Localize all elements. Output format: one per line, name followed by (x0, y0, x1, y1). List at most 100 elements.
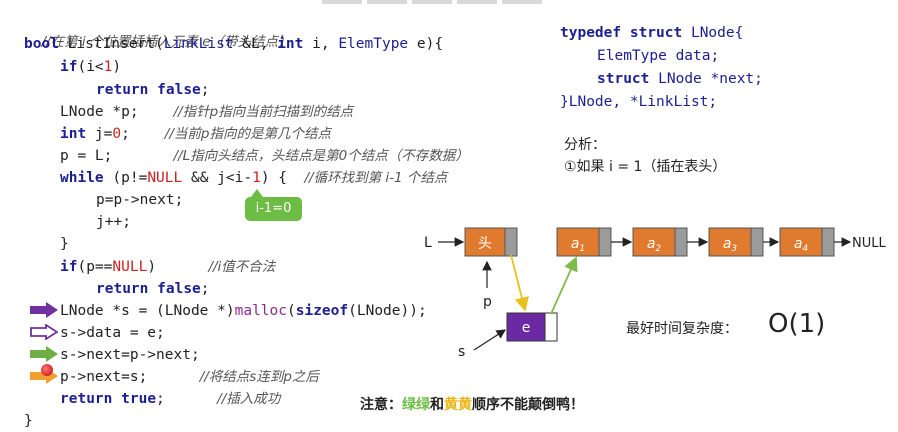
note-and: 和 (430, 397, 444, 413)
kw-while: while (60, 170, 104, 186)
literal-null: NULL (147, 170, 183, 186)
kw-return: return (96, 82, 149, 98)
code-final-brace: } (24, 410, 33, 432)
code-text: } (24, 413, 33, 429)
field-next: LNode *next; (658, 71, 763, 87)
new-node-e: e (506, 312, 558, 342)
cursor-dot-icon (41, 364, 53, 376)
code-comment: //i值不合法 (208, 259, 276, 275)
top-strip-3 (412, 0, 452, 4)
code-s-next: s->next=p->next; (60, 344, 200, 366)
code-malloc: LNode *s = (LNode *)malloc(sizeof(LNode)… (60, 300, 427, 322)
label-L: L (424, 235, 432, 251)
analysis-title: 分析： (564, 137, 606, 153)
comment-title: //在第 i 个位置插插入元素 e（带头结点） (41, 34, 292, 50)
complexity-label: 最好时间复杂度： (626, 321, 738, 337)
note-yellow: 黄黄 (444, 397, 472, 413)
kw-typedef: typedef (560, 25, 622, 41)
svg-text:a1: a1 (571, 236, 585, 254)
code-text: ) (112, 59, 122, 75)
code-text: && j<i- (182, 170, 253, 186)
code-text: ; (156, 391, 165, 407)
literal-null: NULL (112, 259, 148, 275)
note-green: 绿绿 (402, 397, 430, 413)
code-return-false: return false; (96, 79, 210, 101)
literal-zero: 0 (112, 126, 122, 142)
param-l: &L, (233, 36, 278, 52)
yellow-arrow-head-to-e (510, 254, 529, 312)
code-comment: //循环找到第 i-1 个结点 (304, 170, 448, 186)
code-text: j= (86, 126, 113, 142)
typedef-line-4: }LNode, *LinkList; (560, 91, 717, 114)
code-signature: bool ListInsert(LinkList &L, int i, Elem… (24, 33, 443, 55)
code-p-next: p=p->next; (96, 189, 183, 211)
code-text: (p== (77, 259, 113, 275)
code-return-true: return true; //插入成功 (60, 388, 280, 410)
kw-return: return (96, 281, 149, 297)
code-s-data: s->data = e; (60, 322, 165, 344)
label-p: p (483, 294, 492, 310)
code-p-next-s: p->next=s; //将结点s连到p之后 (60, 366, 319, 388)
code-int-j: int j=0; //当前p指向的是第几个结点 (60, 123, 331, 145)
param-e: e){ (408, 36, 444, 52)
top-strip-1 (322, 0, 362, 4)
literal-one: 1 (252, 170, 261, 186)
note-prefix: 注意： (360, 397, 402, 413)
code-text: p = L; (60, 148, 113, 164)
purple-filled-arrow-icon (30, 302, 58, 318)
type-linklist: LinkList (163, 36, 234, 52)
code-text: ; (121, 126, 130, 142)
kw-struct: struct (629, 25, 683, 41)
code-text: ) { (260, 170, 288, 186)
field-data: ElemType data; (597, 48, 720, 64)
typedef-line-2: ElemType data; (597, 45, 719, 68)
code-close-brace: } (60, 233, 69, 255)
label-e: e (522, 320, 531, 336)
note-line: 注意：绿绿和黄黄顺序不能颠倒鸭！ (360, 394, 584, 414)
code-p-eq-l: p = L; //L指向头结点，头结点是第0个结点（不存数据） (60, 145, 469, 167)
node-a3: a3 (708, 227, 764, 257)
code-text: p->next=s; (60, 369, 148, 385)
purple-hollow-arrow-icon (30, 324, 58, 340)
svg-text:a4: a4 (794, 236, 809, 254)
code-text: s->data = e; (60, 325, 165, 341)
label-null: NULL (852, 236, 886, 251)
head-node: 头 (464, 227, 518, 257)
code-text: j++; (96, 214, 131, 230)
kw-int: int (277, 36, 304, 52)
literal-one: 1 (103, 59, 113, 75)
svg-text:a2: a2 (647, 236, 662, 254)
code-text: ; (200, 281, 210, 297)
code-text: ) (147, 259, 157, 275)
kw-int: int (60, 126, 87, 142)
kw-sizeof: sizeof (295, 303, 349, 319)
top-strip-4 (457, 0, 497, 4)
code-comment: //插入成功 (217, 391, 281, 407)
arrow-s (473, 329, 507, 351)
function-name: ListInsert( (67, 36, 164, 52)
label-s: s (458, 344, 465, 360)
fn-malloc: malloc (234, 303, 287, 319)
code-comment: //L指向头结点，头结点是第0个结点（不存数据） (173, 148, 469, 164)
code-text: ; (200, 82, 210, 98)
code-while: while (p!=NULL && j<i-1) { //循环找到第 i-1 个… (60, 167, 447, 189)
code-return-false-2: return false; (96, 278, 210, 300)
svg-text:a3: a3 (723, 236, 738, 254)
code-text: (i< (77, 59, 104, 75)
code-text: LNode *s = (LNode *) (60, 303, 235, 319)
analysis-case-1: ①如果 i = 1（插在表头） (564, 159, 727, 175)
code-text: ( (287, 303, 296, 319)
top-strip-2 (367, 0, 407, 4)
code-text: } (60, 236, 69, 252)
kw-false: false (157, 82, 201, 98)
kw-if: if (60, 59, 78, 75)
code-text: (p!= (103, 170, 148, 186)
kw-struct: struct (597, 71, 650, 87)
code-lnode-p: LNode *p; //指针p指向当前扫描到的结点 (60, 101, 353, 123)
green-arrow-icon (30, 346, 58, 362)
kw-false: false (157, 281, 201, 297)
code-comment: //将结点s连到p之后 (199, 369, 319, 385)
kw-true: true (121, 391, 157, 407)
code-comment-title: //在第 i 个位置插插入元素 e（带头结点） (24, 9, 291, 50)
